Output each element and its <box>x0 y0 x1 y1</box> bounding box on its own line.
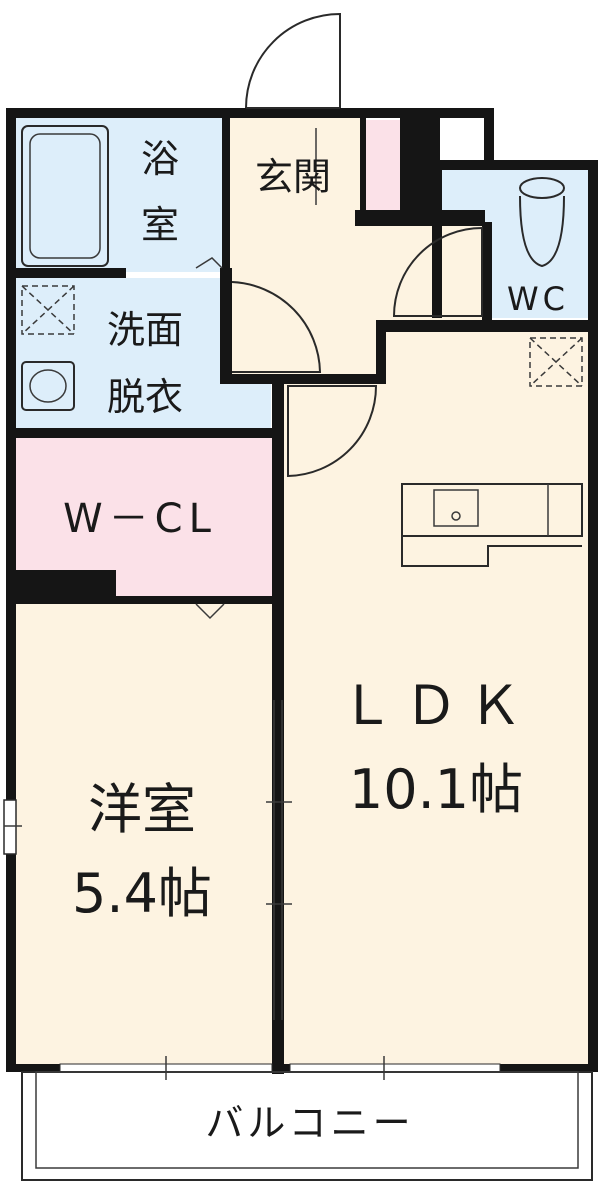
ldk-name: ＬＤＫ <box>340 674 532 737</box>
balcony-label: バルコニー <box>205 1101 414 1145</box>
front-door <box>245 12 341 109</box>
bath-door-mark <box>195 257 223 269</box>
bathtub <box>21 125 109 267</box>
ldk-floor <box>284 330 588 1064</box>
bath-label-line2: 室 <box>141 203 179 247</box>
closet-label: W－CL <box>63 496 217 542</box>
closet-door-mark <box>195 603 225 620</box>
bath-label-line1: 浴 <box>141 137 179 181</box>
western-room-size: 5.4帖 <box>72 862 212 925</box>
shoe-cabinet <box>366 120 400 212</box>
washroom-vent <box>21 285 75 335</box>
left-window <box>3 799 22 855</box>
bath-floor <box>16 118 222 272</box>
ldk-door <box>287 385 378 478</box>
washroom-label-line2: 脱衣 <box>107 375 183 419</box>
balcony-windows <box>59 1056 501 1080</box>
washroom-label-line1: 洗面 <box>107 308 183 352</box>
kitchen-counter <box>401 483 583 567</box>
toilet-bowl <box>519 177 565 268</box>
entrance-label: 玄関 <box>255 155 331 199</box>
balcony <box>21 1071 593 1181</box>
closet-floor <box>16 438 272 596</box>
sliding-door <box>266 700 292 1020</box>
ldk-vent <box>529 337 583 387</box>
western-room-floor <box>16 604 274 1064</box>
western-room-name: 洋室 <box>88 778 196 841</box>
wc-door <box>392 226 483 317</box>
entrance-floor <box>230 118 366 210</box>
washbasin <box>21 361 75 411</box>
washroom-door <box>231 281 322 373</box>
wc-label: WC <box>507 280 569 318</box>
ldk-size: 10.1帖 <box>349 758 523 821</box>
